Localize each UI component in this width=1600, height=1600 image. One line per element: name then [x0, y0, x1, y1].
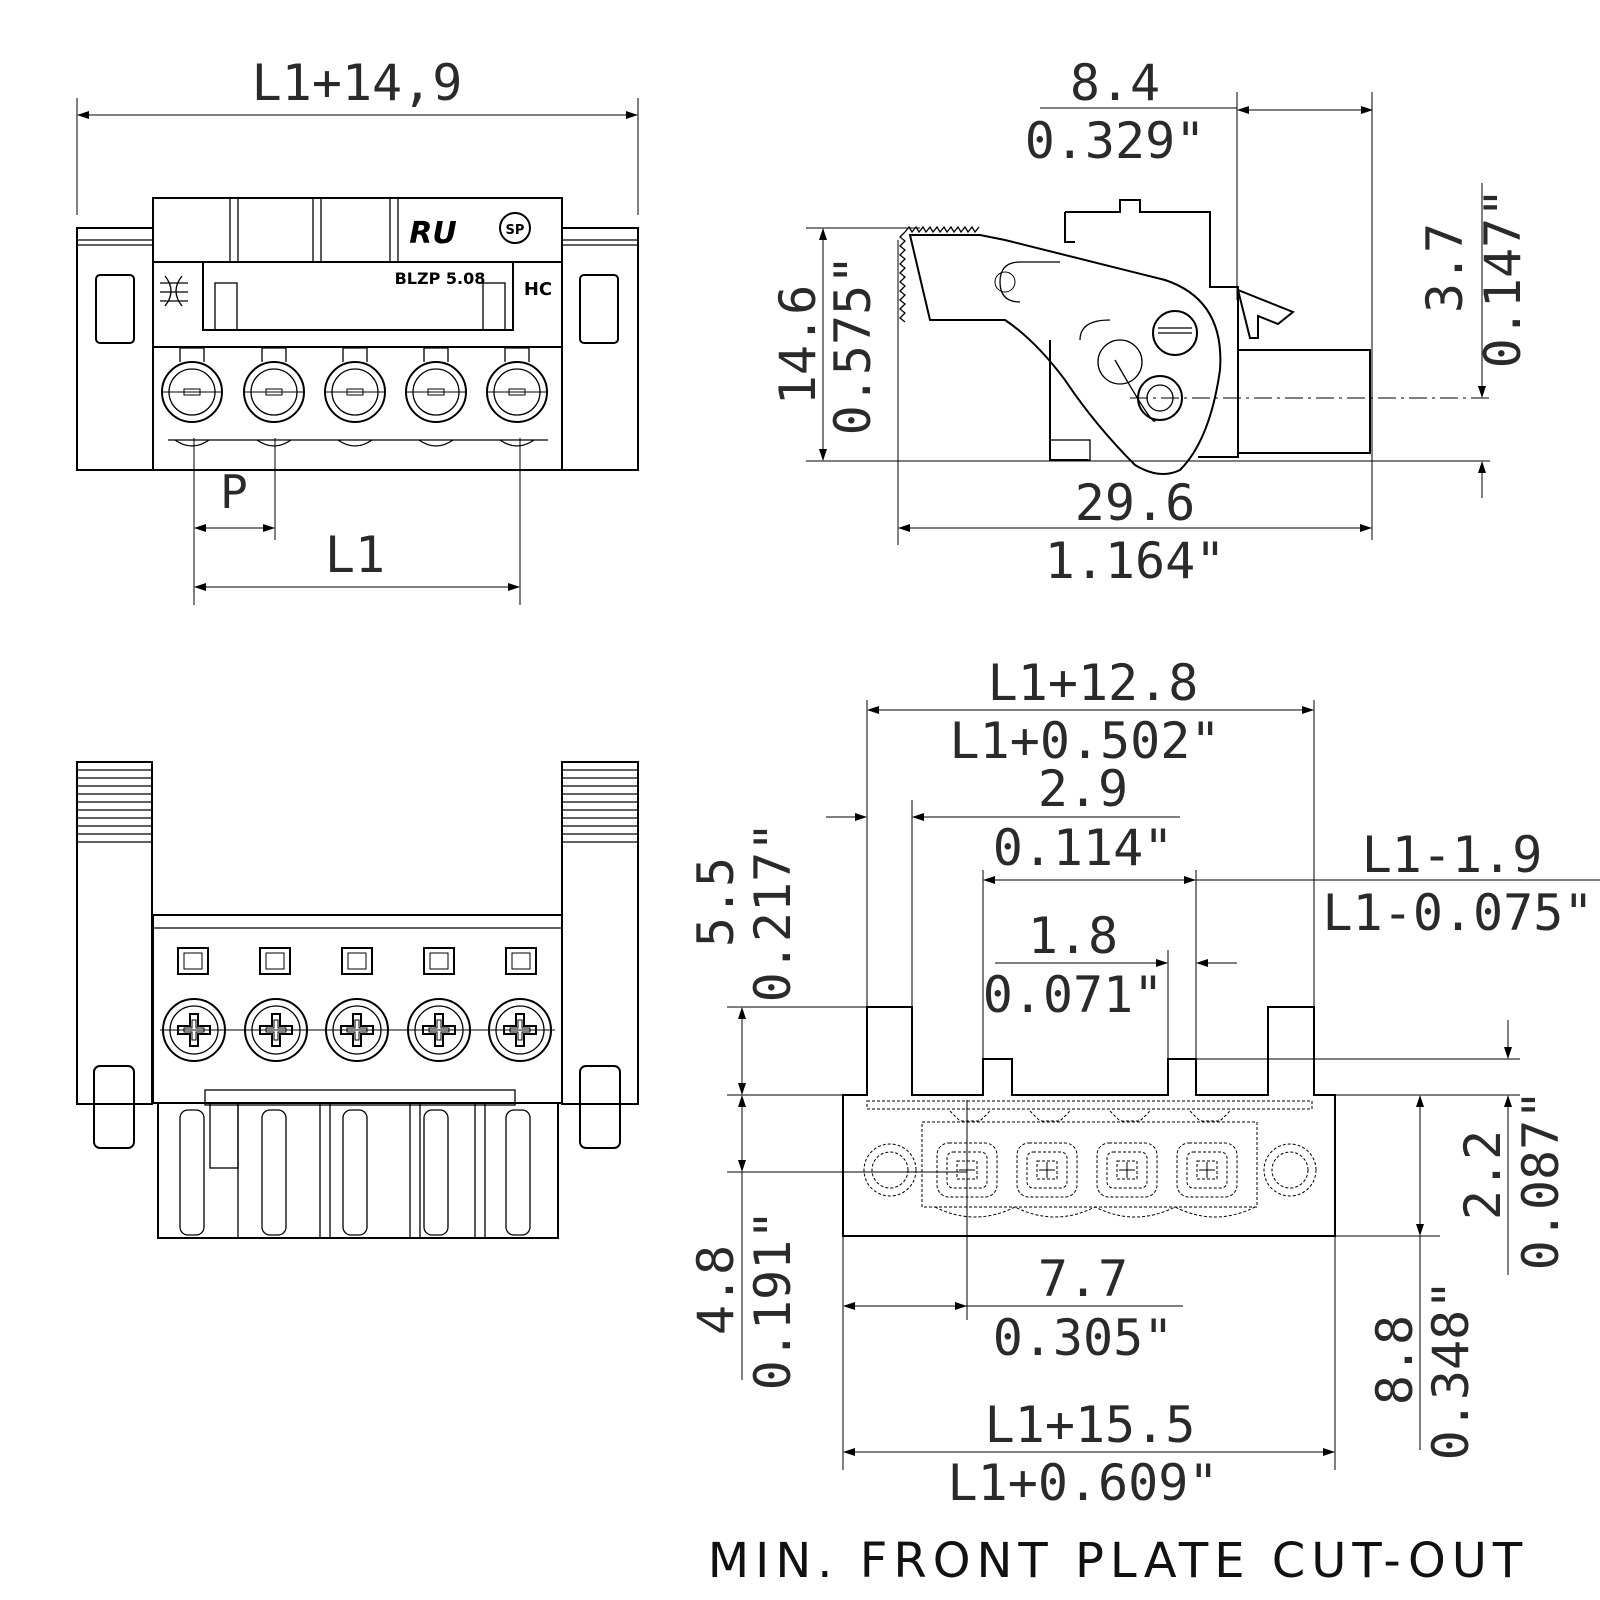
offset-dim-mm: 7.7 — [1038, 1250, 1128, 1308]
right-dim-mm: 3.7 — [1416, 223, 1474, 313]
marking-hc: HC — [524, 279, 552, 300]
right-dim-in: 0.147" — [1474, 188, 1532, 369]
left-height-in: 0.217" — [744, 822, 802, 1003]
top-dim-mm: 8.4 — [1070, 54, 1160, 112]
lower-dim-in: 0.191" — [744, 1210, 802, 1391]
length-dim-in: 1.164" — [1045, 532, 1226, 590]
cutout-hidden-lines — [863, 1100, 1317, 1218]
total-dim-mm: L1+12.8 — [988, 654, 1199, 712]
pitch-label: P — [220, 465, 248, 519]
width-dim-mm: L1+15.5 — [985, 1396, 1196, 1454]
right-small-in: 0.087" — [1512, 1090, 1570, 1271]
side-view: 8.4 0.329" 14.6 0.575" — [769, 54, 1532, 590]
height-dim-in: 0.575" — [824, 255, 882, 436]
total-dim-in: L1+0.502" — [950, 712, 1221, 770]
rear-windows — [177, 947, 537, 975]
overall-width-label: L1+14,9 — [252, 54, 463, 112]
height-dim-mm: 14.6 — [769, 285, 827, 405]
right-flange — [561, 227, 639, 471]
length-dim-mm: 29.6 — [1075, 474, 1195, 532]
housing: RU SP BLZP 5.08 HC — [152, 197, 563, 471]
notch-dim-mm: 1.8 — [1028, 907, 1118, 965]
offset-dim-in: 0.305" — [993, 1309, 1174, 1367]
left-height-mm: 5.5 — [687, 857, 745, 947]
notch-dim-in: 0.071" — [983, 966, 1164, 1024]
right-small-mm: 2.2 — [1454, 1130, 1512, 1220]
cutout-view: L1+12.8 L1+0.502" 2.9 0.114" L1-1.9 L1-0… — [687, 654, 1600, 1589]
tab-dim-mm: 2.9 — [1038, 760, 1128, 818]
inner-dim-in: L1-0.075" — [1323, 884, 1594, 942]
front-screws — [161, 347, 548, 447]
ul-mark: RU — [409, 216, 456, 251]
right-tall-in: 0.348" — [1422, 1280, 1480, 1461]
wire-entries — [157, 1089, 559, 1239]
side-body — [1049, 199, 1371, 461]
cutout-caption: MIN. FRONT PLATE CUT-OUT — [708, 1533, 1528, 1589]
top-dim-in: 0.329" — [1025, 112, 1206, 170]
marking-text: BLZP 5.08 — [395, 269, 486, 288]
span-label: L1 — [325, 526, 385, 584]
inner-dim-mm: L1-1.9 — [1362, 826, 1543, 884]
right-tall-mm: 8.8 — [1366, 1315, 1424, 1405]
left-flange — [76, 227, 154, 471]
lower-dim-mm: 4.8 — [687, 1245, 745, 1335]
rear-screws — [160, 998, 555, 1062]
rear-right-flange — [561, 761, 639, 1149]
front-view: L1+14,9 RU — [76, 54, 639, 605]
width-dim-in: L1+0.609" — [948, 1454, 1219, 1512]
lever — [899, 225, 1222, 475]
csa-mark: SP — [506, 223, 525, 238]
rear-view — [76, 761, 639, 1239]
rear-left-flange — [76, 761, 153, 1149]
tab-dim-in: 0.114" — [993, 819, 1174, 877]
